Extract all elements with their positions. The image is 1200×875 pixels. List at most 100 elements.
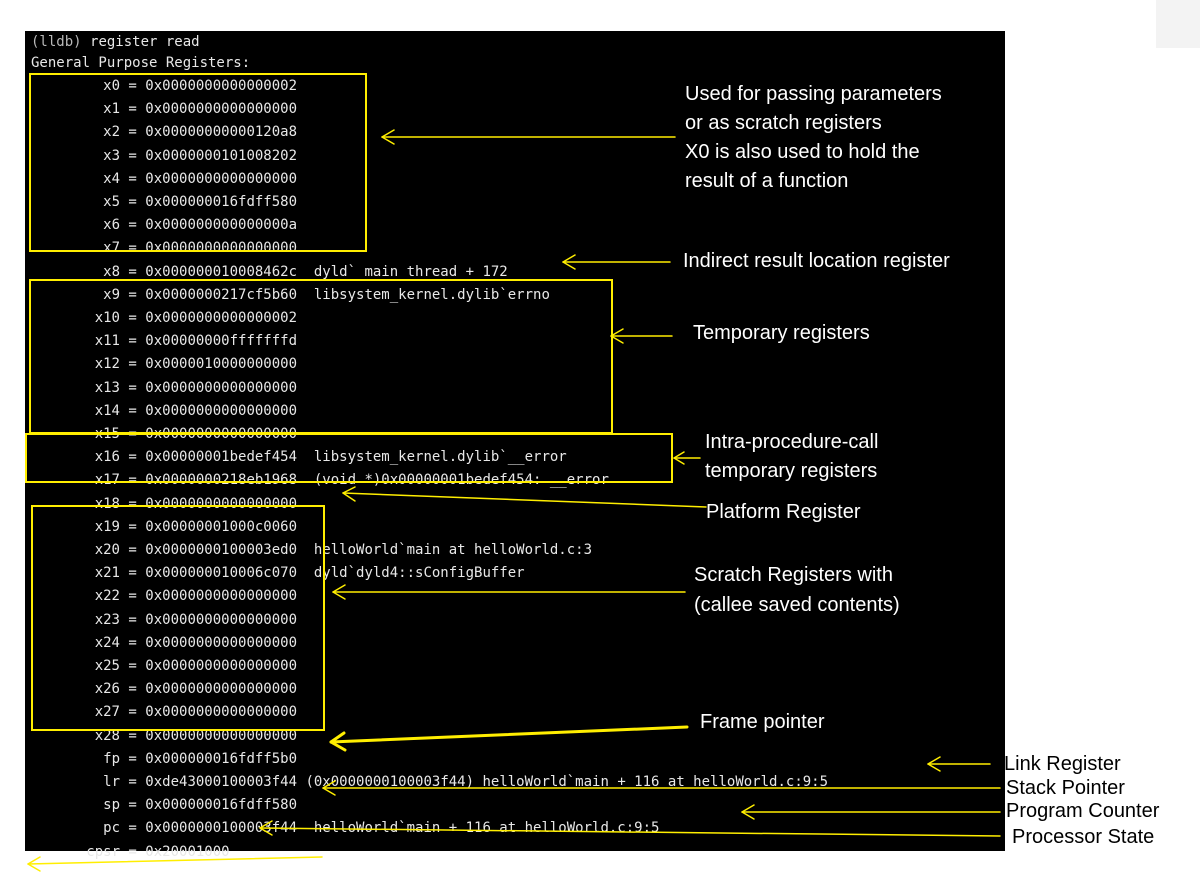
register-name: x19 <box>94 518 120 535</box>
register-name: x20 <box>94 542 120 558</box>
arrow-scratch <box>332 584 686 600</box>
register-value: 0x0000000000000000 <box>145 495 298 512</box>
register-info: libsystem_kernel.dylib`errno <box>313 286 550 303</box>
annotation-processor-state: Processor State <box>1012 826 1155 848</box>
register-info: (void *)0x00000001bedef454: __error <box>313 472 609 489</box>
arrow-indirect <box>562 254 671 270</box>
arrow-bottom <box>27 856 323 872</box>
command-text: register read <box>90 34 200 50</box>
register-name: x18 <box>94 495 120 512</box>
register-name: x5 <box>103 194 120 210</box>
register-info: (0x0000000100003f44) helloWorld`main + 1… <box>305 774 829 790</box>
register-row-x2: x2 = 0x00000000000120a8 <box>25 121 297 144</box>
register-value: 0x000000016fdff580 <box>145 797 298 814</box>
register-value: 0x00000000fffffffd <box>145 333 298 350</box>
annotation-param-line3: X0 is also used to hold the <box>685 141 920 163</box>
register-name: fp <box>103 750 120 767</box>
arrow-frame-pointer <box>329 725 689 752</box>
arrow-param <box>381 129 676 145</box>
register-value: 0x000000000000000a <box>145 217 298 234</box>
register-value: 0x0000000000000000 <box>145 634 298 651</box>
annotation-indirect-result: Indirect result location register <box>683 250 950 272</box>
register-info: helloWorld`main at helloWorld.c:3 <box>313 542 593 558</box>
register-name: x14 <box>94 402 120 419</box>
intra-call-registers-box <box>25 433 673 483</box>
register-value: 0x0000000217cf5b60 <box>145 286 298 303</box>
register-row-x6: x6 = 0x000000000000000a <box>25 214 297 237</box>
register-name: x11 <box>94 333 120 350</box>
annotation-stack-pointer: Stack Pointer <box>1006 777 1125 799</box>
annotation-intra-line2: temporary registers <box>705 460 878 482</box>
register-name: x3 <box>103 147 120 164</box>
register-row-x0: x0 = 0x0000000000000002 <box>25 75 297 98</box>
register-value: 0x00000001000c0060 <box>145 518 298 535</box>
register-name: x13 <box>94 379 120 396</box>
register-row-x16: x16 = 0x00000001bedef454 libsystem_kerne… <box>25 446 567 469</box>
register-name: x10 <box>94 310 120 326</box>
register-name: x1 <box>103 101 120 118</box>
register-value: 0x000000016fdff580 <box>145 194 298 210</box>
register-info: libsystem_kernel.dylib`__error <box>313 449 567 466</box>
annotation-program-counter: Program Counter <box>1006 800 1160 822</box>
annotation-scratch-line2: (callee saved contents) <box>694 594 900 616</box>
register-row-x4: x4 = 0x0000000000000000 <box>25 168 297 191</box>
arrow-program-counter <box>741 804 1001 820</box>
register-name: sp <box>103 797 120 814</box>
register-row-x8: x8 = 0x000000010008462c dyld`_main_threa… <box>25 261 508 284</box>
register-value: 0x0000000000000000 <box>145 704 298 721</box>
register-name: x17 <box>94 472 120 489</box>
register-row-x13: x13 = 0x0000000000000000 <box>25 377 297 400</box>
arrow-temporary <box>610 328 673 344</box>
register-row-x27: x27 = 0x0000000000000000 <box>25 701 297 724</box>
register-name: x22 <box>94 588 120 605</box>
annotation-param-line1: Used for passing parameters <box>685 83 942 105</box>
register-name: x4 <box>103 170 120 187</box>
register-name: x7 <box>103 240 120 257</box>
annotation-frame-pointer: Frame pointer <box>700 711 825 733</box>
register-name: pc <box>103 820 120 837</box>
register-value: 0xde43000100003f44 <box>145 774 298 790</box>
register-row-x5: x5 = 0x000000016fdff580 <box>25 191 297 214</box>
param-registers-box <box>29 73 367 252</box>
register-name: x9 <box>103 286 120 303</box>
register-row-sp: sp = 0x000000016fdff580 <box>25 794 297 817</box>
arrow-intra <box>673 451 701 465</box>
command-line: (lldb) register read <box>31 31 200 54</box>
register-row-x25: x25 = 0x0000000000000000 <box>25 655 297 678</box>
register-value: 0x000000010006c070 <box>145 565 298 582</box>
register-value: 0x0000000000000000 <box>145 611 298 628</box>
register-name: cpsr <box>86 843 120 860</box>
register-row-x21: x21 = 0x000000010006c070 dyld`dyld4::sCo… <box>25 562 525 585</box>
register-name: x0 <box>103 78 120 94</box>
annotation-temporary: Temporary registers <box>693 322 870 344</box>
register-value: 0x0000000000000000 <box>145 101 298 118</box>
register-value: 0x0000000000000000 <box>145 681 298 698</box>
register-name: x8 <box>103 263 120 280</box>
register-info: dyld`dyld4::sConfigBuffer <box>313 565 525 582</box>
register-row-x17: x17 = 0x0000000218eb1968 (void *)0x00000… <box>25 469 609 492</box>
register-value: 0x0000000100003ed0 <box>145 542 298 558</box>
register-info: dyld`_main_thread + 172 <box>313 263 508 280</box>
register-name: x23 <box>94 611 120 628</box>
callee-saved-registers-box <box>31 505 325 731</box>
register-row-x28: x28 = 0x0000000000000000 <box>25 725 297 748</box>
register-name: x25 <box>94 658 120 674</box>
register-row-x3: x3 = 0x0000000101008202 <box>25 145 297 168</box>
register-name: x16 <box>94 449 120 466</box>
register-row-x26: x26 = 0x0000000000000000 <box>25 678 297 701</box>
register-name: x21 <box>94 565 120 582</box>
register-row-pc: pc = 0x0000000100003f44 helloWorld`main … <box>25 817 659 840</box>
register-value: 0x0000000000000000 <box>145 658 298 674</box>
register-name: x24 <box>94 634 120 651</box>
annotation-scratch-line1: Scratch Registers with <box>694 564 893 586</box>
register-row-x12: x12 = 0x0000010000000000 <box>25 353 297 376</box>
register-name: x2 <box>103 124 120 141</box>
register-value: 0x000000016fdff5b0 <box>145 750 298 767</box>
register-name: lr <box>103 774 120 790</box>
register-row-x1: x1 = 0x0000000000000000 <box>25 98 297 121</box>
register-row-x19: x19 = 0x00000001000c0060 <box>25 516 297 539</box>
register-value: 0x0000000000000002 <box>145 310 298 326</box>
register-value: 0x00000000000120a8 <box>145 124 298 141</box>
register-value: 0x0000000000000000 <box>145 379 298 396</box>
lldb-terminal[interactable]: (lldb) register read General Purpose Reg… <box>25 31 1005 860</box>
